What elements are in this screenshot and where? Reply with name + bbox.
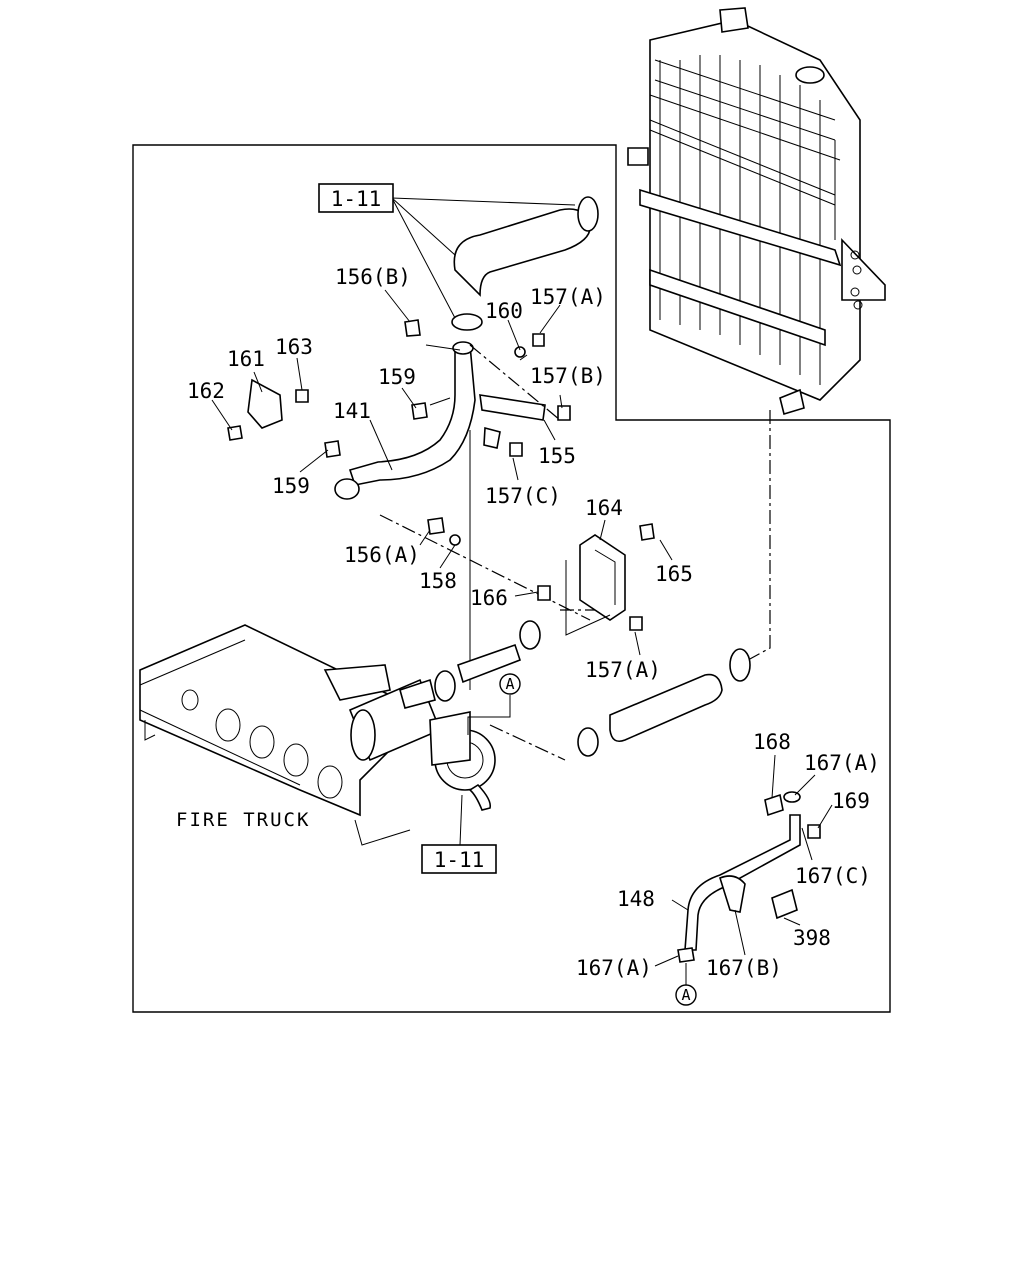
part-label-167c: 167(C) [795,864,871,888]
heater-pipe-drawing [677,793,801,963]
fasteners [227,319,821,839]
reference-box-bottom-label: 1-11 [434,848,485,872]
fire-truck-caption: FIRE TRUCK [176,809,310,831]
part-label-159-upper: 159 [378,365,416,389]
part-label-141: 141 [333,399,371,423]
part-label-155: 155 [538,444,576,468]
lower-hose-drawing [467,648,751,757]
part-label-169: 169 [832,789,870,813]
circle-marker-lower [675,984,697,1006]
diagram-frame [132,144,891,1013]
part-label-156a: 156(A) [344,543,420,567]
circle-marker-lower-label: A [681,986,690,1004]
part-label-165: 165 [655,562,693,586]
part-label-167a-right: 167(A) [804,751,880,775]
part-label-159-lower: 159 [272,474,310,498]
radiator-drawing [627,7,886,416]
bracket-route-line [379,344,610,761]
part-label-157a-top: 157(A) [530,285,606,309]
reference-box-bottom [421,844,497,874]
upper-hose-drawing [391,196,599,331]
pump-drawing [323,620,541,811]
part-label-167a-bottom: 167(A) [576,956,652,980]
part-label-167b: 167(B) [706,956,782,980]
circle-marker-upper [499,673,521,695]
part-label-156b: 156(B) [335,265,411,289]
part-label-157a-mid: 157(A) [585,658,661,682]
water-pipe-drawing [247,341,546,690]
part-label-168: 168 [753,730,791,754]
part-label-162: 162 [187,379,225,403]
part-label-157b: 157(B) [530,364,606,388]
part-label-160: 160 [485,299,523,323]
bracket-164-drawing [565,534,626,636]
part-label-164: 164 [585,496,623,520]
part-label-157c: 157(C) [485,484,561,508]
part-label-163: 163 [275,335,313,359]
part-label-158: 158 [419,569,457,593]
reference-box-top-label: 1-11 [331,187,382,211]
radiator-to-hose-line [747,410,771,661]
part-label-166: 166 [470,586,508,610]
circle-marker-upper-label: A [505,675,514,693]
part-label-398: 398 [793,926,831,950]
reference-box-top [318,183,394,213]
part-label-161: 161 [227,347,265,371]
leader-lines [211,289,833,985]
part-label-148: 148 [617,887,655,911]
